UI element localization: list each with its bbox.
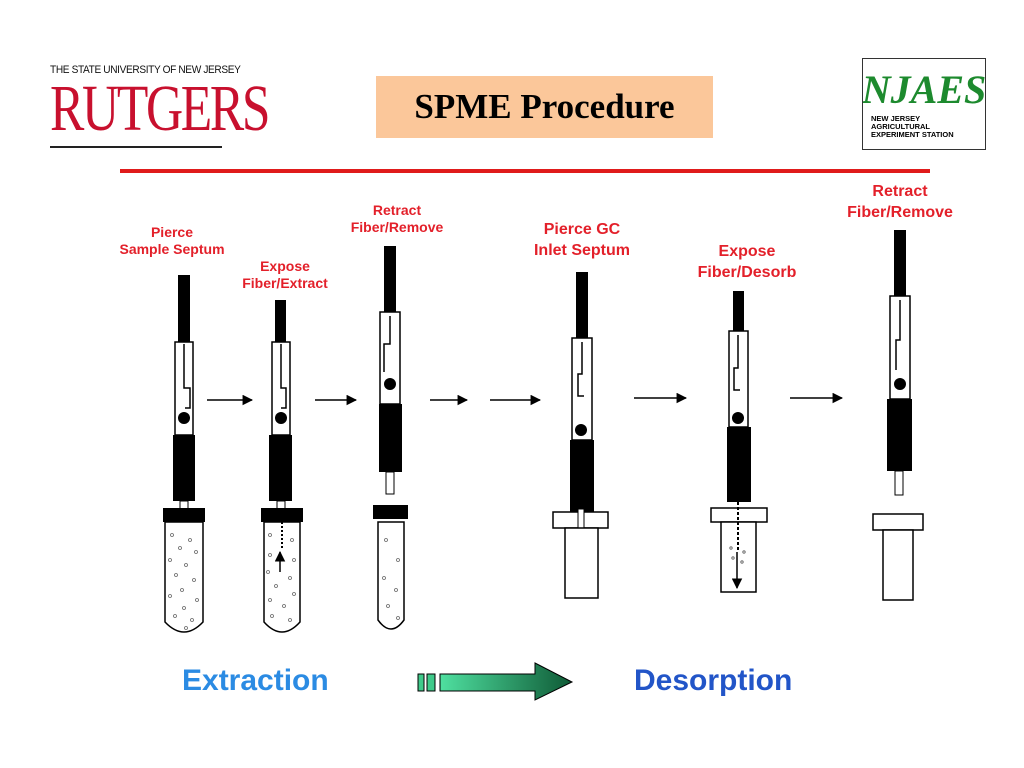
step-2-label-line-1: Expose	[260, 258, 310, 274]
step-4-label: Pierce GC Inlet Septum	[510, 219, 654, 261]
njaes-line-1: NEW JERSEY	[871, 114, 921, 123]
title-box: SPME Procedure	[376, 76, 713, 138]
device-2	[261, 300, 303, 633]
step-6-label: Retract Fiber/Remove	[820, 181, 980, 223]
njaes-line-3: EXPERIMENT STATION	[871, 130, 954, 139]
device-1	[163, 275, 205, 633]
title-divider	[120, 169, 930, 173]
device-4	[552, 272, 609, 599]
njaes-logo: NJAES NEW JERSEY AGRICULTURAL EXPERIMENT…	[862, 58, 986, 150]
step-4-label-line-1: Pierce GC	[543, 221, 621, 238]
step-1-label: Pierce Sample Septum	[109, 224, 235, 258]
step-6-label-line-1: Retract	[872, 183, 928, 200]
step-2-label: Expose Fiber/Extract	[230, 258, 340, 292]
page-title: SPME Procedure	[414, 87, 675, 126]
step-3-label-line-1: Retract	[372, 202, 422, 218]
step-5-label-line-2: Fiber/Desorb	[697, 264, 797, 281]
njaes-mark-icon: NJAES	[863, 67, 985, 112]
extraction-to-desorption-arrow	[417, 662, 574, 701]
step-5-label-line-1: Expose	[718, 243, 776, 260]
step-1-label-line-2: Sample Septum	[119, 241, 225, 257]
desorption-label: Desorption	[634, 664, 793, 697]
university-name: RUTGERS	[50, 72, 271, 145]
logo-underline	[50, 146, 222, 148]
rutgers-logo: THE STATE UNIVERSITY OF NEW JERSEY RUTGE…	[50, 64, 271, 152]
njaes-mark: NJAES	[863, 67, 985, 112]
step-6-label-line-2: Fiber/Remove	[847, 204, 953, 221]
step-3-label-line-2: Fiber/Remove	[350, 219, 444, 235]
njaes-text: NEW JERSEY AGRICULTURAL EXPERIMENT STATI…	[871, 115, 954, 139]
step-4-label-line-2: Inlet Septum	[533, 242, 630, 259]
step-5-label: Expose Fiber/Desorb	[674, 241, 820, 283]
device-5	[710, 291, 768, 593]
device-3	[373, 246, 408, 630]
extraction-label: Extraction	[182, 664, 329, 697]
device-6	[872, 230, 924, 601]
step-1-label-line-1: Pierce	[150, 224, 194, 240]
step-3-label: Retract Fiber/Remove	[338, 202, 456, 236]
njaes-line-2: AGRICULTURAL	[871, 122, 931, 131]
step-2-label-line-2: Fiber/Extract	[242, 275, 328, 291]
university-line: THE STATE UNIVERSITY OF NEW JERSEY	[50, 64, 241, 76]
